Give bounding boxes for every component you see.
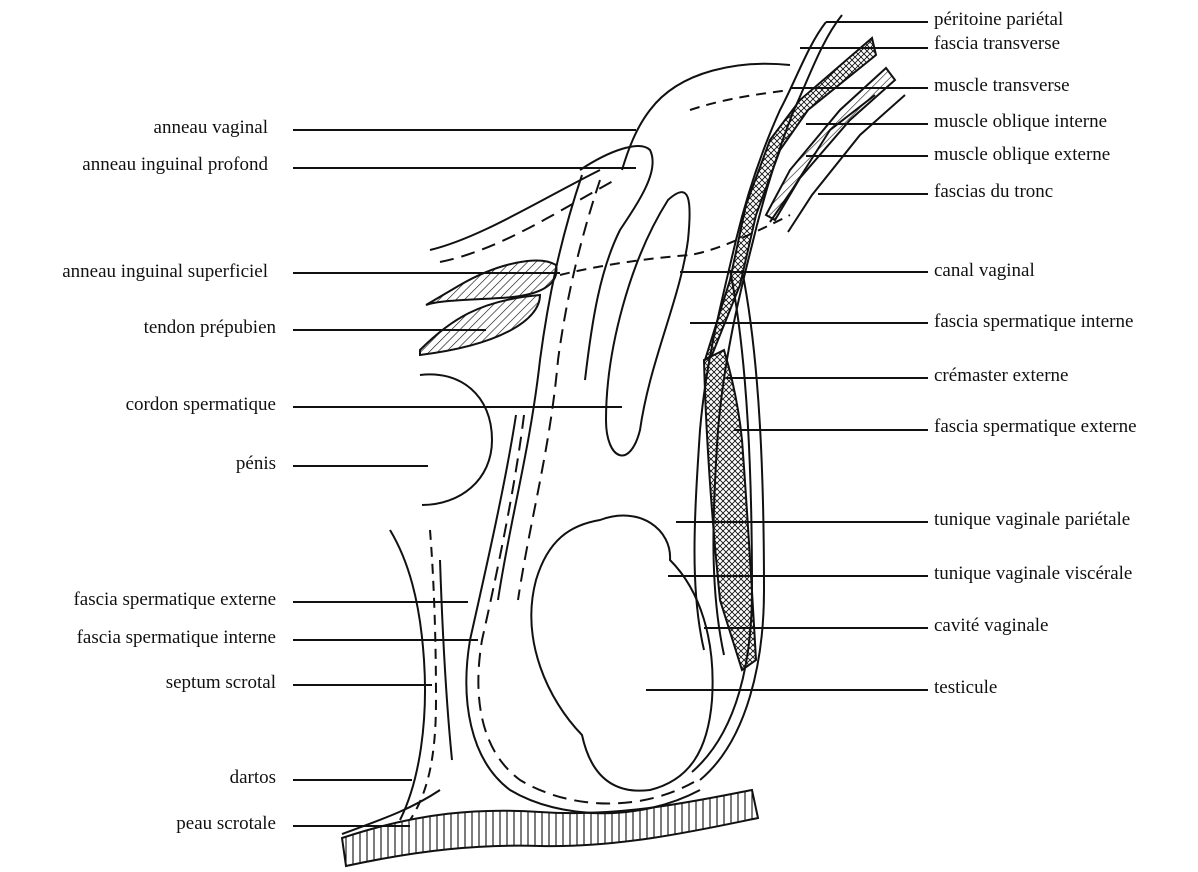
label-tunique-vaginale-parietale: tunique vaginale pariétale <box>934 510 1130 530</box>
leader-lines <box>293 22 928 826</box>
label-testicule: testicule <box>934 678 997 698</box>
label-peau-scrotale: peau scrotale <box>176 814 276 834</box>
label-dartos: dartos <box>230 768 276 788</box>
label-tunique-vaginale-viscerale: tunique vaginale viscérale <box>934 564 1132 584</box>
label-fascia-spermatique-interne-left: fascia spermatique interne <box>77 628 276 648</box>
label-fascia-spermatique-externe-right: fascia spermatique externe <box>934 417 1137 437</box>
label-cordon-spermatique: cordon spermatique <box>126 395 276 415</box>
label-muscle-oblique-externe: muscle oblique externe <box>934 145 1110 165</box>
label-septum-scrotal: septum scrotal <box>166 673 276 693</box>
label-penis: pénis <box>236 454 276 474</box>
label-tendon-prepubien: tendon prépubien <box>144 318 276 338</box>
label-fascia-spermatique-interne-right: fascia spermatique interne <box>934 312 1133 332</box>
label-cavite-vaginale: cavité vaginale <box>934 616 1048 636</box>
label-peritoine-parietal: péritoine pariétal <box>934 10 1063 30</box>
label-muscle-transverse: muscle transverse <box>934 76 1070 96</box>
label-fascias-du-tronc: fascias du tronc <box>934 182 1053 202</box>
label-anneau-inguinal-profond: anneau inguinal profond <box>82 155 268 175</box>
label-fascia-spermatique-externe-left: fascia spermatique externe <box>73 590 276 610</box>
label-fascia-transverse: fascia transverse <box>934 34 1060 54</box>
label-anneau-inguinal-superficiel: anneau inguinal superficiel <box>62 262 268 282</box>
anatomy-outlines <box>342 15 905 834</box>
scrotal-skin-band <box>342 790 758 866</box>
label-cremaster-externe: crémaster externe <box>934 366 1069 386</box>
label-anneau-vaginal: anneau vaginal <box>154 118 268 138</box>
label-muscle-oblique-interne: muscle oblique interne <box>934 112 1107 132</box>
label-canal-vaginal: canal vaginal <box>934 261 1035 281</box>
